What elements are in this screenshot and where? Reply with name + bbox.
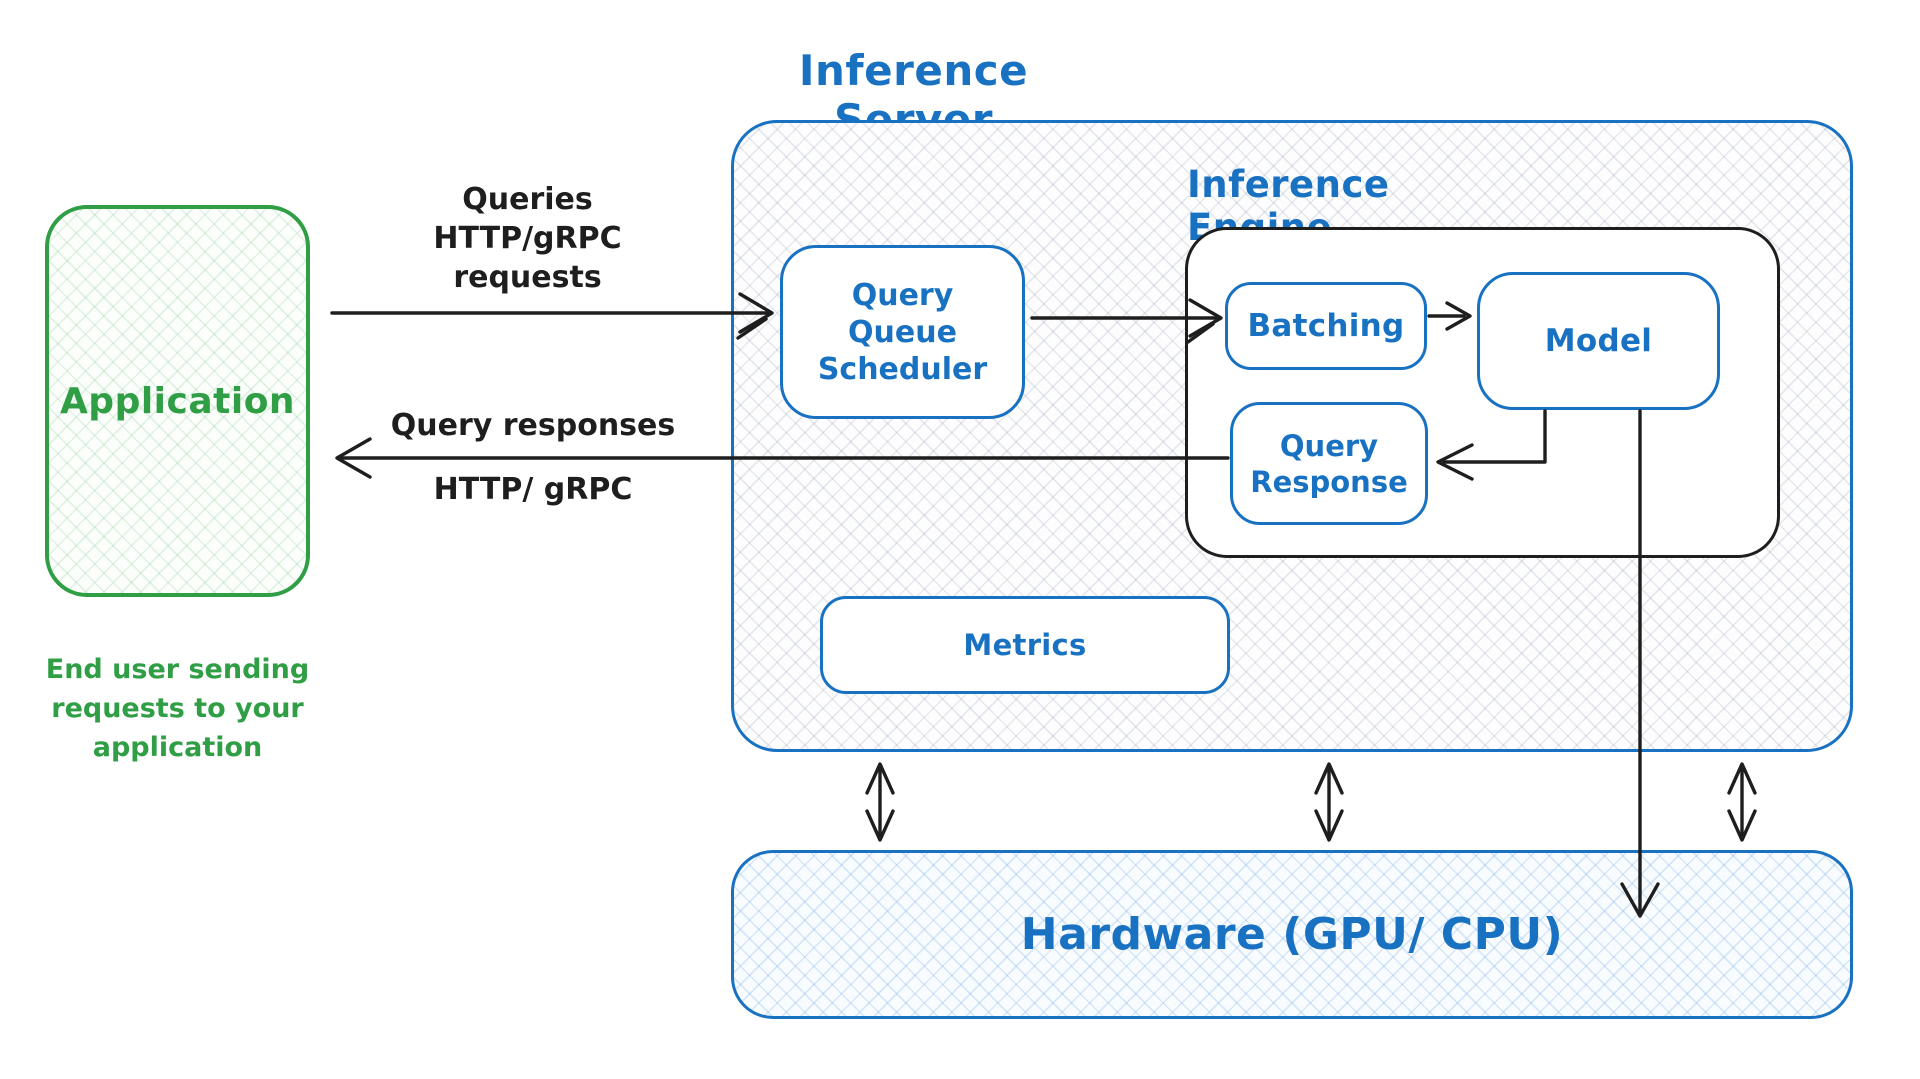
server-hardware-bidi-arrow-left (865, 762, 895, 842)
inference-server-title: Inference Server (798, 46, 1029, 144)
request-arrow (330, 292, 774, 340)
application-caption: End user sending requests to your applic… (20, 650, 335, 767)
query-response-node: Query Response (1230, 402, 1428, 525)
response-arrow-label-top: Query responses (390, 408, 676, 443)
hardware-node: Hardware (GPU/ CPU) (731, 850, 1853, 1019)
server-hardware-bidi-arrow-middle (1314, 762, 1344, 842)
model-label: Model (1544, 323, 1653, 359)
metrics-label: Metrics (963, 628, 1087, 662)
query-response-label: Query Response (1250, 428, 1408, 499)
server-hardware-bidi-arrow-right (1727, 762, 1757, 842)
caption-line: requests to your (51, 693, 304, 724)
hardware-label: Hardware (GPU/ CPU) (1020, 909, 1564, 960)
caption-line: End user sending (45, 654, 310, 685)
response-arrow-label-bottom: HTTP/ gRPC (433, 472, 633, 507)
batching-node: Batching (1225, 282, 1427, 370)
query-queue-scheduler-node: Query Queue Scheduler (780, 245, 1025, 419)
query-queue-scheduler-label: Query Queue Scheduler (817, 277, 988, 387)
application-label: Application (59, 380, 296, 422)
batching-label: Batching (1247, 308, 1405, 344)
metrics-node: Metrics (820, 596, 1230, 694)
model-node: Model (1477, 272, 1720, 410)
application-node: Application (45, 205, 310, 597)
request-arrow-label: Queries HTTP/gRPC requests (433, 182, 622, 295)
caption-line: application (92, 732, 263, 763)
